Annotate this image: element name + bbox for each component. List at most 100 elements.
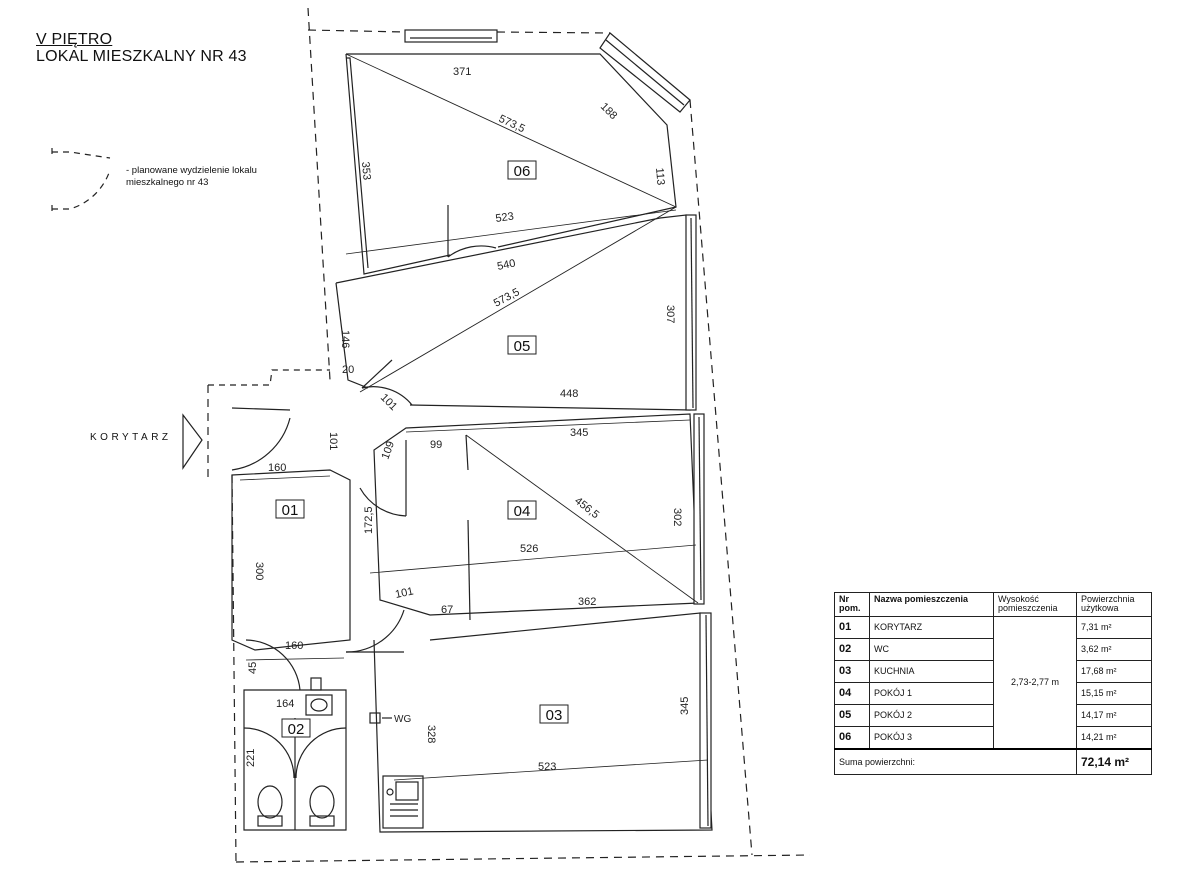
window — [699, 612, 712, 829]
table-row: 01 KORYTARZ 2,73-2,77 m 7,31 m² — [834, 615, 1152, 750]
toilet-icon — [309, 785, 335, 819]
wg-marker-icon — [369, 712, 381, 724]
dim-label: 101 — [327, 432, 339, 450]
room-area: 14,17 m² — [1076, 703, 1152, 727]
dim-label: 160 — [285, 640, 303, 652]
room-height: 2,73-2,77 m — [993, 615, 1077, 750]
toilet-icon — [257, 785, 283, 819]
dim-label: 109 — [380, 440, 398, 461]
floor-title: V PIĘTRO — [36, 31, 113, 48]
room-area: 15,15 m² — [1076, 681, 1152, 705]
dim-label: 67 — [441, 604, 453, 616]
room-table: Nr pom. Nazwa pomieszczenia Wysokość pom… — [834, 592, 1152, 775]
room-label-01: 01 — [282, 502, 299, 519]
dim-label: 20 — [342, 364, 354, 376]
col-nr: Nr pom. — [834, 592, 870, 617]
boundary-dashed — [307, 29, 611, 34]
boundary-dashed — [208, 369, 330, 386]
wg-label: WG — [394, 714, 411, 725]
table-row: 03 KUCHNIA 17,68 m² — [834, 659, 1152, 683]
room-nr: 06 — [834, 725, 870, 750]
dim-label: 456,5 — [572, 495, 601, 521]
col-area: Powierzchnia użytkowa — [1076, 592, 1152, 617]
room-05-walls — [335, 214, 691, 411]
door-arc — [245, 639, 301, 691]
kitchen-sink-icon — [382, 775, 424, 829]
room-label-05: 05 — [514, 338, 531, 355]
dim-label: 448 — [560, 388, 578, 400]
window — [693, 413, 705, 605]
room-label-04: 04 — [514, 503, 531, 520]
table-row: 02 WC 3,62 m² — [834, 637, 1152, 661]
plan-title: V PIĘTRO LOKAL MIESZKALNY NR 43 — [36, 31, 247, 66]
dim-label: 371 — [453, 66, 471, 78]
window — [685, 214, 697, 411]
room-03-walls — [373, 612, 713, 833]
room-nr: 02 — [834, 637, 870, 661]
corridor-label: KORYTARZ — [90, 432, 172, 443]
table-row: 05 POKÓJ 2 14,17 m² — [834, 703, 1152, 727]
dim-label: 101 — [394, 585, 414, 601]
table-row: 06 POKÓJ 3 14,21 m² — [834, 725, 1152, 750]
room-name: POKÓJ 2 — [869, 703, 994, 727]
dim-label: 353 — [359, 161, 373, 180]
sink-icon — [305, 694, 333, 716]
boundary-dashed — [307, 7, 331, 381]
dim-label: 101 — [378, 392, 399, 413]
dim-label: 221 — [245, 749, 257, 767]
room-name: KORYTARZ — [869, 615, 994, 639]
dim-label: 345 — [570, 427, 588, 439]
dim-label: 307 — [664, 305, 676, 323]
room-name: POKÓJ 1 — [869, 681, 994, 705]
room-06-walls — [345, 53, 677, 275]
corridor-arrow-icon — [182, 413, 203, 470]
room-area: 3,62 m² — [1076, 637, 1152, 661]
boundary-dashed — [207, 385, 237, 863]
dim-label: 345 — [679, 697, 691, 715]
dim-label: 302 — [671, 508, 683, 526]
door-arc — [231, 417, 291, 471]
dim-label: 362 — [578, 596, 596, 608]
sum-value: 72,14 m² — [1076, 747, 1152, 775]
dim-label: 540 — [496, 257, 516, 273]
room-nr: 05 — [834, 703, 870, 727]
sum-label: Suma powierzchni: — [834, 747, 1077, 775]
door-arc — [359, 487, 407, 517]
dim-label: 45 — [247, 662, 259, 674]
boundary-dashed — [689, 99, 753, 856]
boundary-dashed — [235, 854, 811, 863]
room-04-walls — [373, 413, 699, 616]
door-arc — [345, 609, 405, 653]
room-area: 14,21 m² — [1076, 725, 1152, 750]
room-nr: 03 — [834, 659, 870, 683]
col-name: Nazwa pomieszczenia — [869, 592, 994, 617]
room-name: WC — [869, 637, 994, 661]
dim-label: 300 — [253, 562, 265, 580]
unit-title: LOKAL MIESZKALNY NR 43 — [36, 47, 247, 65]
dim-label: 523 — [495, 211, 515, 225]
dim-label: 160 — [268, 462, 286, 474]
dim-label: 146 — [339, 330, 351, 348]
room-area: 7,31 m² — [1076, 615, 1152, 639]
door-arc — [447, 245, 497, 258]
window — [404, 29, 498, 43]
legend-text: - planowane wydzielenie lokalu mieszkaln… — [126, 165, 257, 189]
room-name: POKÓJ 3 — [869, 725, 994, 750]
room-label-02: 02 — [288, 721, 305, 738]
door-arc — [361, 386, 413, 406]
sum-row: Suma powierzchni: 72,14 m² — [834, 747, 1152, 775]
dim-label: 526 — [520, 543, 538, 555]
dim-label: 99 — [430, 439, 442, 451]
room-nr: 04 — [834, 681, 870, 705]
legend-symbol — [51, 148, 111, 159]
dim-label: 188 — [598, 101, 619, 122]
room-label-06: 06 — [514, 163, 531, 180]
col-height: Wysokość pomieszczenia — [993, 592, 1077, 617]
room-nr: 01 — [834, 615, 870, 639]
table-header-row: Nr pom. Nazwa pomieszczenia Wysokość pom… — [834, 592, 1152, 617]
dim-label: 573,5 — [497, 113, 527, 136]
room-name: KUCHNIA — [869, 659, 994, 683]
dim-label: 113 — [653, 167, 666, 186]
dim-label: 164 — [276, 698, 294, 710]
